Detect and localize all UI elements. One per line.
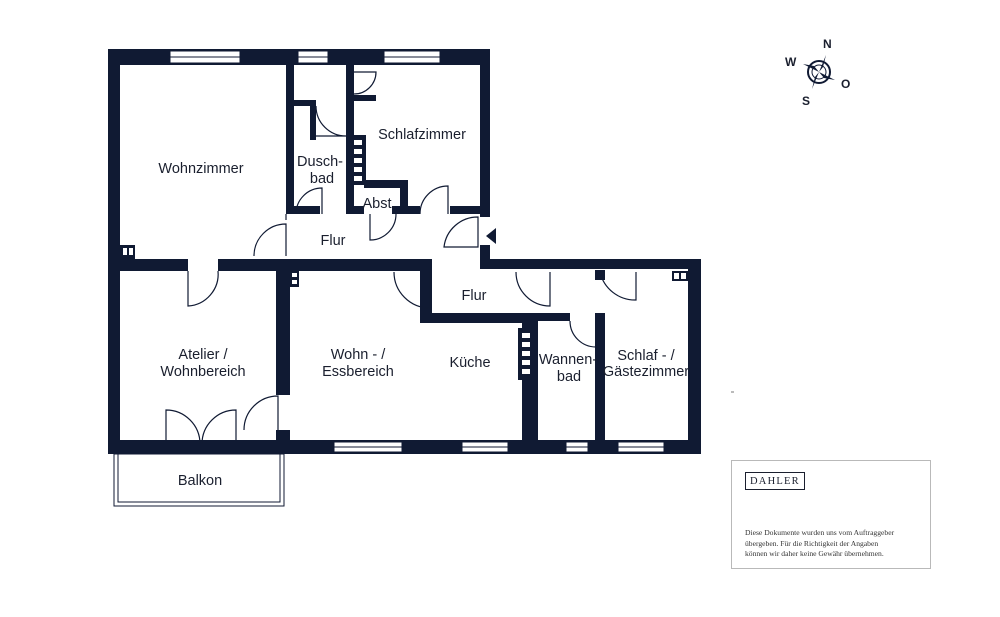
wall-flur-east (480, 245, 490, 269)
label-flur-top: Flur (321, 233, 346, 249)
label-gaeste-1: Schlaf - / (617, 348, 675, 364)
label-duschbad-2: bad (310, 171, 334, 187)
radiator-dusch (350, 135, 366, 185)
disclaimer-line-3: können wir daher keine Gewähr übernehmen… (745, 549, 884, 558)
wall-mid-west (108, 259, 188, 271)
wall-west (108, 49, 120, 454)
wall-right-wing-top (481, 259, 701, 269)
label-wohn-ess-2: Essbereich (322, 364, 394, 380)
wall-east-upper (480, 49, 490, 217)
label-atelier-1: Atelier / (178, 347, 228, 363)
label-flur-mid: Flur (462, 288, 487, 304)
wall-mid-center (218, 259, 432, 271)
compass-west: W (785, 55, 797, 69)
wall-balkon-left (108, 440, 166, 454)
wall-flur-top-a (294, 206, 320, 214)
label-wannenbad-2: bad (557, 369, 581, 385)
wall-mid-step (420, 259, 432, 321)
wall-bath-top-a (538, 313, 570, 321)
disclaimer-card: DAHLER Diese Dokumente wurden uns vom Au… (731, 460, 931, 569)
windows (169, 50, 665, 453)
label-schlafzimmer: Schlafzimmer (378, 127, 466, 143)
label-wannenbad-1: Wannen- (539, 352, 597, 368)
disclaimer-line-1: Diese Dokumente wurden uns vom Auftragge… (745, 528, 895, 537)
radiator-kueche (518, 328, 534, 380)
dahler-logo: DAHLER (745, 472, 805, 490)
wall-wohnzimmer-east (286, 49, 294, 214)
wall-kitchen-top (420, 313, 532, 323)
label-gaeste-2: Gästezimmer (603, 364, 689, 380)
label-wohnzimmer: Wohnzimmer (158, 161, 243, 177)
small-marker (731, 391, 734, 393)
compass-south: S (802, 94, 810, 108)
walls (108, 49, 701, 454)
wall-bath-east (595, 313, 605, 454)
wall-abst-top (364, 180, 408, 188)
wall-bath-stub (595, 270, 605, 280)
wall-flur-top-d (450, 206, 490, 214)
label-kueche: Küche (449, 355, 490, 371)
wall-schlaf-niche (346, 95, 376, 101)
wall-right-wing-east (688, 259, 701, 454)
compass-icon (803, 55, 835, 89)
window-mullions (170, 56, 664, 448)
wall-balkon-right (236, 440, 290, 454)
label-balkon: Balkon (178, 473, 222, 489)
wall-south (108, 440, 701, 454)
label-wohn-ess-1: Wohn - / (331, 347, 387, 363)
wall-flur-top-b (346, 206, 364, 214)
disclaimer-line-2: übergeben. Für die Richtigkeit der Angab… (745, 538, 879, 548)
label-abst: Abst. (362, 196, 395, 212)
disclaimer-text: Diese Dokumente wurden uns vom Auftragge… (745, 528, 927, 560)
wall-dusch-niche-v (310, 100, 316, 140)
balkon-inner-outline (117, 453, 281, 503)
entrance-arrow-icon (486, 228, 496, 244)
shaft-holes (123, 248, 686, 284)
wall-atelier-east (276, 259, 290, 395)
compass-east: O (841, 77, 850, 91)
doors (165, 71, 637, 445)
label-duschbad-1: Dusch- (297, 154, 343, 170)
label-atelier-2: Wohnbereich (160, 364, 245, 380)
wall-dusch-east (346, 49, 354, 214)
compass-north: N (823, 37, 832, 51)
wall-abst-east (400, 180, 408, 214)
wall-dusch-niche (294, 100, 316, 106)
